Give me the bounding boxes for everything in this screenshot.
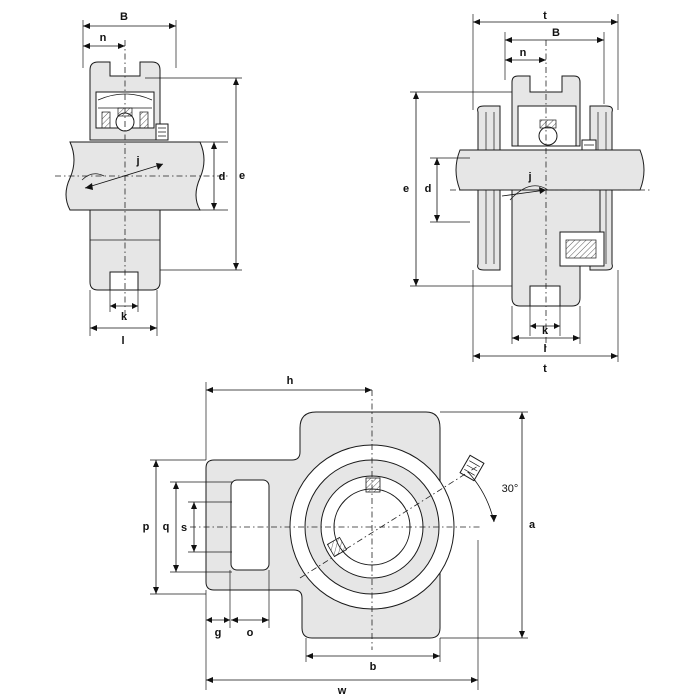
- dim-label-s: s: [181, 522, 187, 534]
- dim-label-k-b: k: [542, 325, 549, 337]
- dim-label-w: w: [337, 685, 347, 697]
- dim-label-t-b-bottom: t: [543, 363, 547, 375]
- dim-label-n-a: n: [100, 32, 107, 44]
- dim-label-d-a: d: [219, 171, 226, 183]
- dim-label-l-b: l: [543, 343, 546, 355]
- dim-label-q: q: [163, 521, 170, 533]
- dim-label-j-b: j: [527, 171, 531, 183]
- dim-label-b: b: [370, 661, 377, 673]
- front-view: 30° h a p q s: [143, 375, 536, 697]
- dim-label-n-b: n: [520, 47, 527, 59]
- dim-label-d-b: d: [425, 183, 432, 195]
- dim-label-k-a: k: [121, 311, 128, 323]
- angle-label-30: 30°: [502, 483, 519, 495]
- dim-label-h: h: [287, 375, 294, 387]
- dim-label-t-b: t: [543, 10, 547, 22]
- dim-label-a: a: [529, 519, 536, 531]
- dim-label-p: p: [143, 521, 150, 533]
- side-view-a: B n j d e k l: [55, 11, 245, 347]
- dim-label-B-a: B: [120, 11, 128, 23]
- dim-label-l-a: l: [121, 335, 124, 347]
- dim-label-o: o: [247, 627, 254, 639]
- dim-label-j-a: j: [135, 155, 139, 167]
- dim-label-e-a: e: [239, 170, 245, 182]
- side-view-b: t B n j d e k: [403, 10, 650, 375]
- dim-label-g: g: [215, 627, 222, 639]
- dim-label-e-b: e: [403, 183, 409, 195]
- dim-label-B-b: B: [552, 27, 560, 39]
